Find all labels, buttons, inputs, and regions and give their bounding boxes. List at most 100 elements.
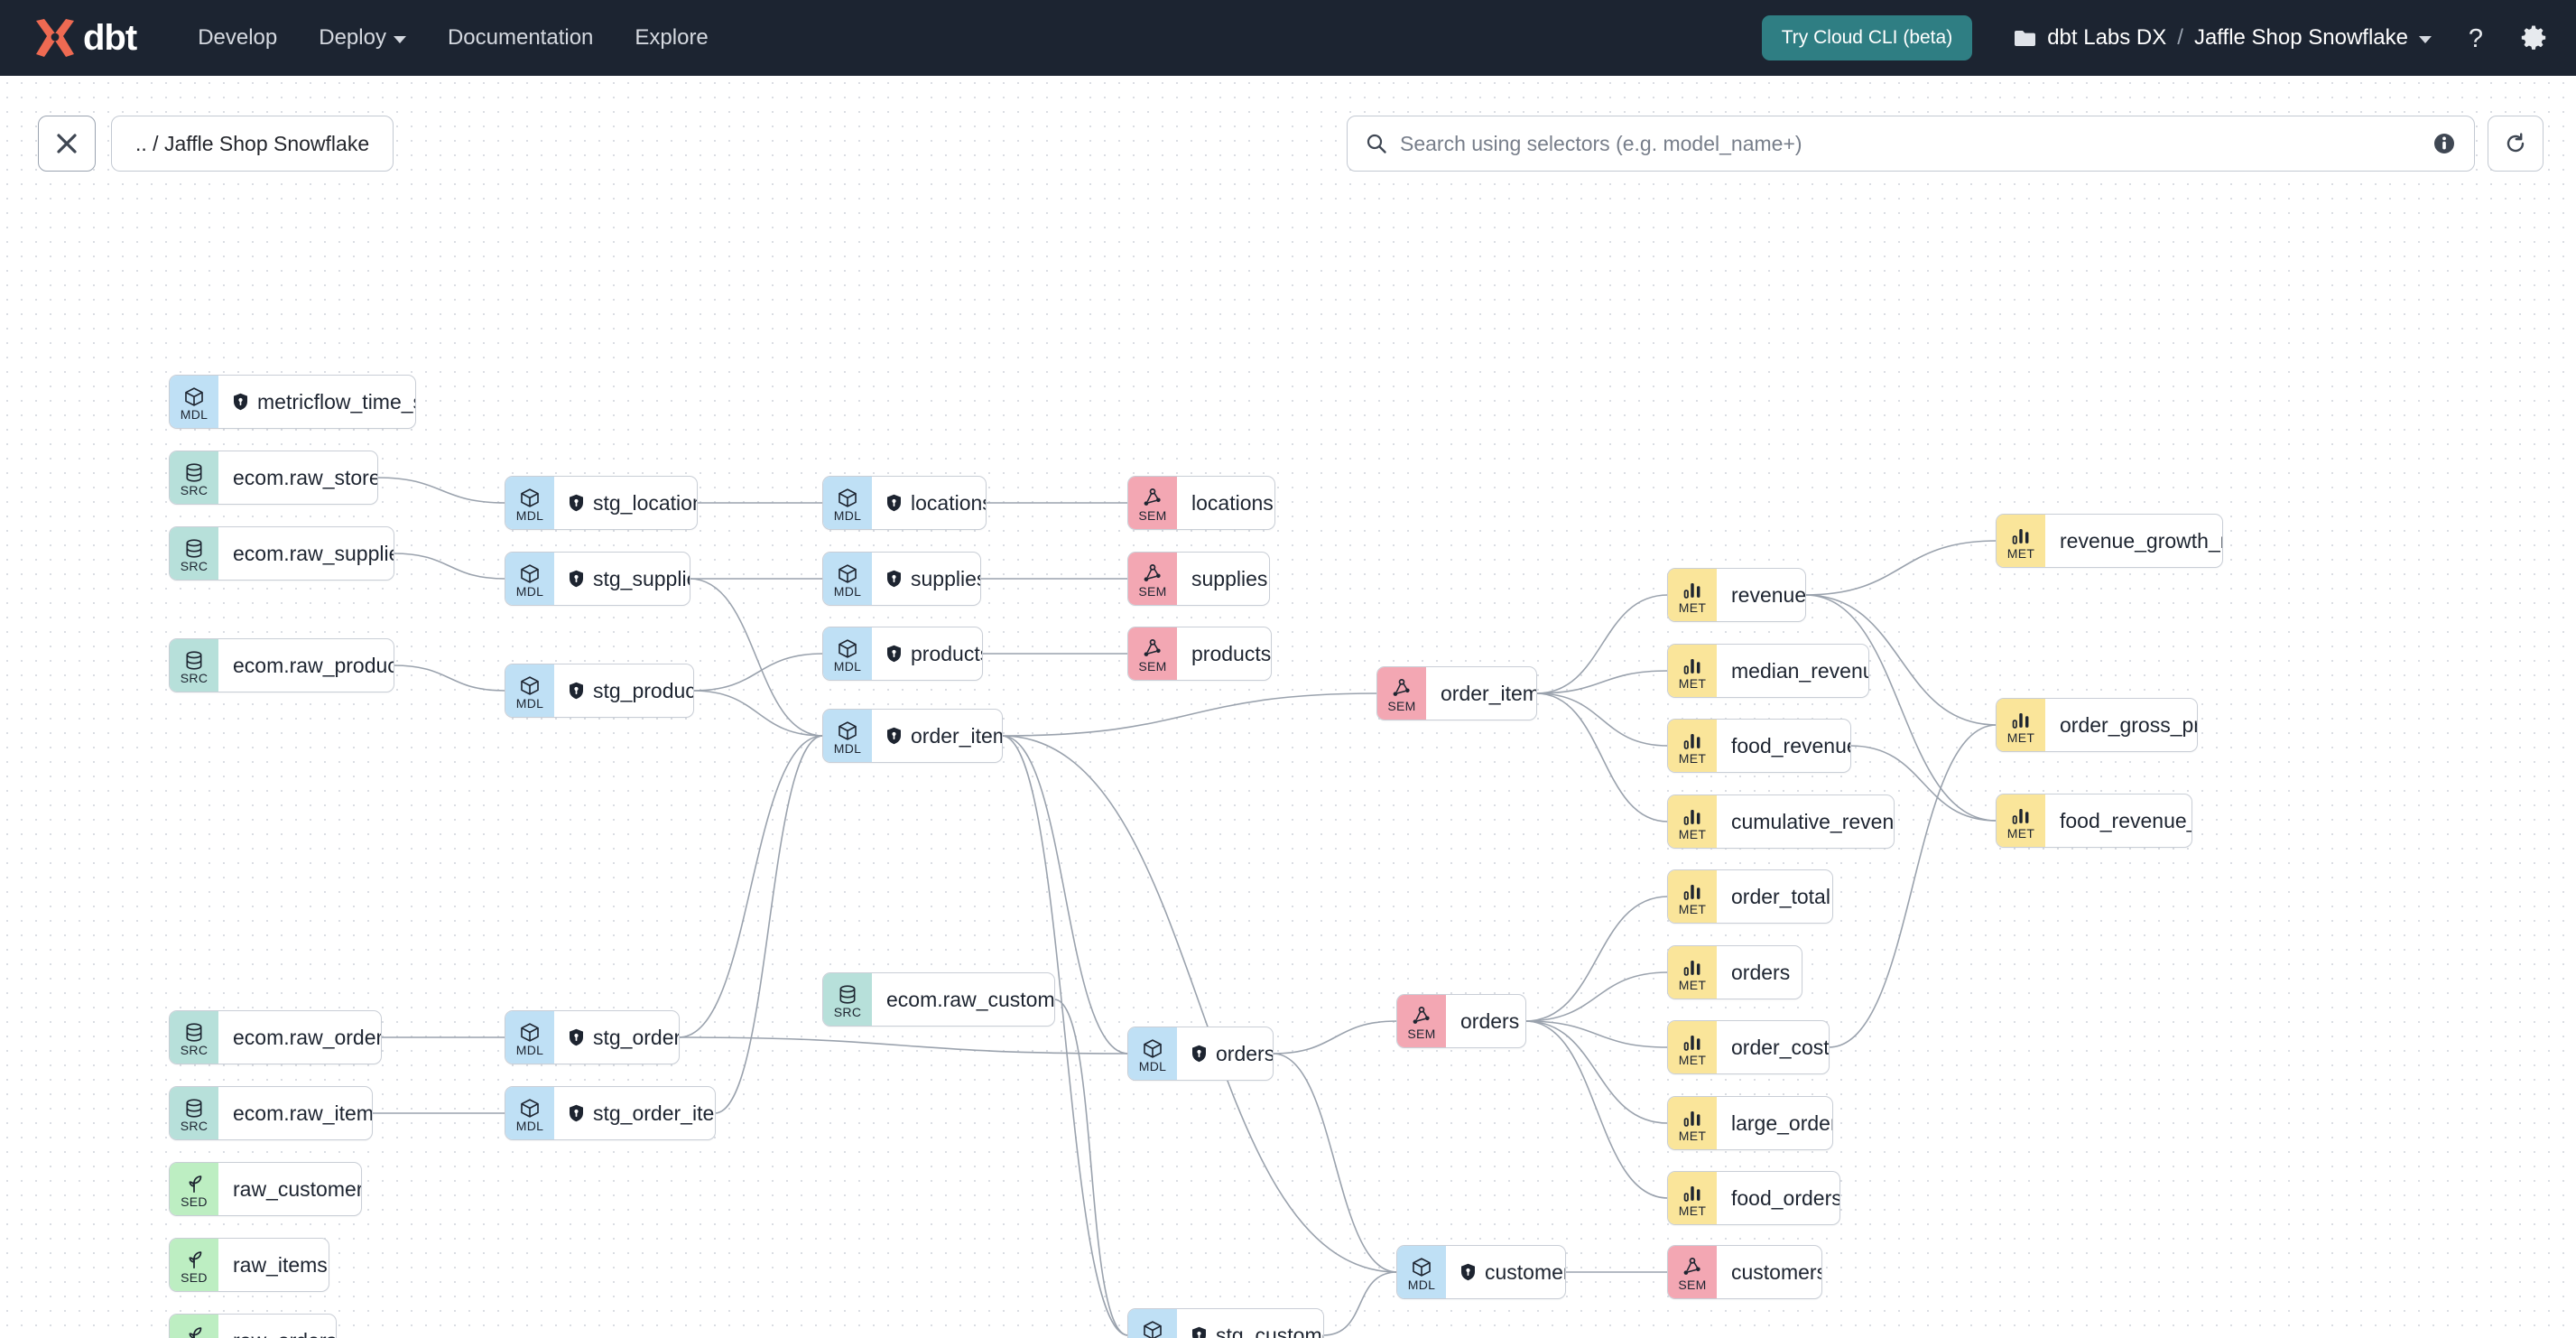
search-icon <box>1367 134 1386 153</box>
node-type-badge-metric: MET <box>1997 699 2045 751</box>
refresh-button[interactable] <box>2488 116 2544 172</box>
dbt-logo[interactable]: dbt <box>32 18 137 59</box>
search-input[interactable] <box>1400 131 2432 156</box>
bar-chart-icon <box>1683 658 1700 674</box>
graph-node-orders_mdl[interactable]: MDL orders <box>1128 1027 1273 1080</box>
shield-icon <box>234 393 247 411</box>
graph-node-customers_mdl[interactable]: MDLcustomers <box>1397 1246 1565 1298</box>
node-type-badge-model: MDL <box>505 1011 554 1064</box>
node-body: revenue <box>1717 569 1805 621</box>
bar-chart-icon <box>1683 733 1700 749</box>
node-type-badge-semantic-model: SEM <box>1397 995 1446 1047</box>
sprout-icon <box>189 1175 202 1193</box>
node-type-label: SED <box>181 1269 208 1285</box>
cube-icon <box>521 675 539 695</box>
node-body: order_item <box>1426 667 1536 720</box>
node-body: stg_products <box>554 664 693 717</box>
node-label: stg_supplies <box>593 566 690 590</box>
lineage-edge <box>1535 670 1669 694</box>
shield-icon <box>570 682 583 700</box>
try-cloud-cli-button[interactable]: Try Cloud CLI (beta) <box>1761 15 1973 60</box>
shield-icon <box>570 570 583 588</box>
lineage-edge <box>692 690 824 737</box>
node-type-badge-seed: SED <box>170 1239 218 1291</box>
node-label: ecom.raw_items <box>233 1101 372 1125</box>
node-label: stg_customers <box>1216 1323 1323 1338</box>
node-type-label: MDL <box>515 695 544 711</box>
node-type-badge-source: SRC <box>170 527 218 580</box>
nav-link-develop[interactable]: Develop <box>198 25 277 51</box>
node-type-label: SEM <box>1138 583 1167 599</box>
node-type-label: MDL <box>1138 1058 1167 1073</box>
cube-icon <box>1413 1257 1431 1277</box>
node-label: orders <box>1216 1041 1273 1065</box>
nav-link-develop-label: Develop <box>198 25 278 50</box>
breadcrumb: dbt Labs DX / Jaffle Shop Snowflake <box>2014 25 2432 51</box>
gear-icon[interactable] <box>2520 24 2547 51</box>
graph-node-ecom_raw_supplies[interactable]: SRC ecom.raw_supplies <box>170 527 394 580</box>
node-label: median_revenue <box>1731 658 1868 683</box>
breadcrumb-project[interactable]: Jaffle Shop Snowflake <box>2193 25 2408 50</box>
info-icon[interactable] <box>2432 132 2456 155</box>
cube-icon <box>839 638 857 658</box>
node-label: ecom.raw_supplies <box>233 541 394 565</box>
node-type-badge-semantic-model: SEM <box>1128 477 1177 529</box>
node-body: order_gross_profit <box>2045 699 2197 751</box>
node-body: supplies <box>872 553 980 605</box>
nav-link-explore[interactable]: Explore <box>635 25 708 51</box>
lineage-edge <box>393 553 506 580</box>
node-type-label: SRC <box>180 670 208 685</box>
close-button[interactable] <box>38 116 96 172</box>
nav-link-deploy[interactable]: Deploy <box>319 25 406 51</box>
lineage-graph-canvas[interactable]: MDLmetricflow_time_spineSRCecom.raw_stor… <box>0 76 2576 1338</box>
graph-node-stg_products[interactable]: MDL stg_products <box>505 664 693 717</box>
lineage-edge <box>714 735 824 1114</box>
breadcrumb-account[interactable]: dbt Labs DX <box>2047 25 2167 50</box>
node-type-badge-seed: SED <box>170 1163 218 1215</box>
search-bar[interactable] <box>1347 116 2475 172</box>
node-body: orders <box>1717 946 1802 999</box>
graph-breadcrumb-chip[interactable]: .. / Jaffle Shop Snowflake <box>111 116 394 172</box>
node-type-badge-metric: MET <box>1668 870 1717 923</box>
question-mark-icon[interactable]: ? <box>2462 24 2489 51</box>
chevron-down-icon[interactable] <box>2419 36 2432 43</box>
node-body: raw_customers <box>218 1163 361 1215</box>
graph-node-products_mdl[interactable]: MDLproducts <box>823 627 982 680</box>
nav-link-documentation[interactable]: Documentation <box>448 25 593 51</box>
